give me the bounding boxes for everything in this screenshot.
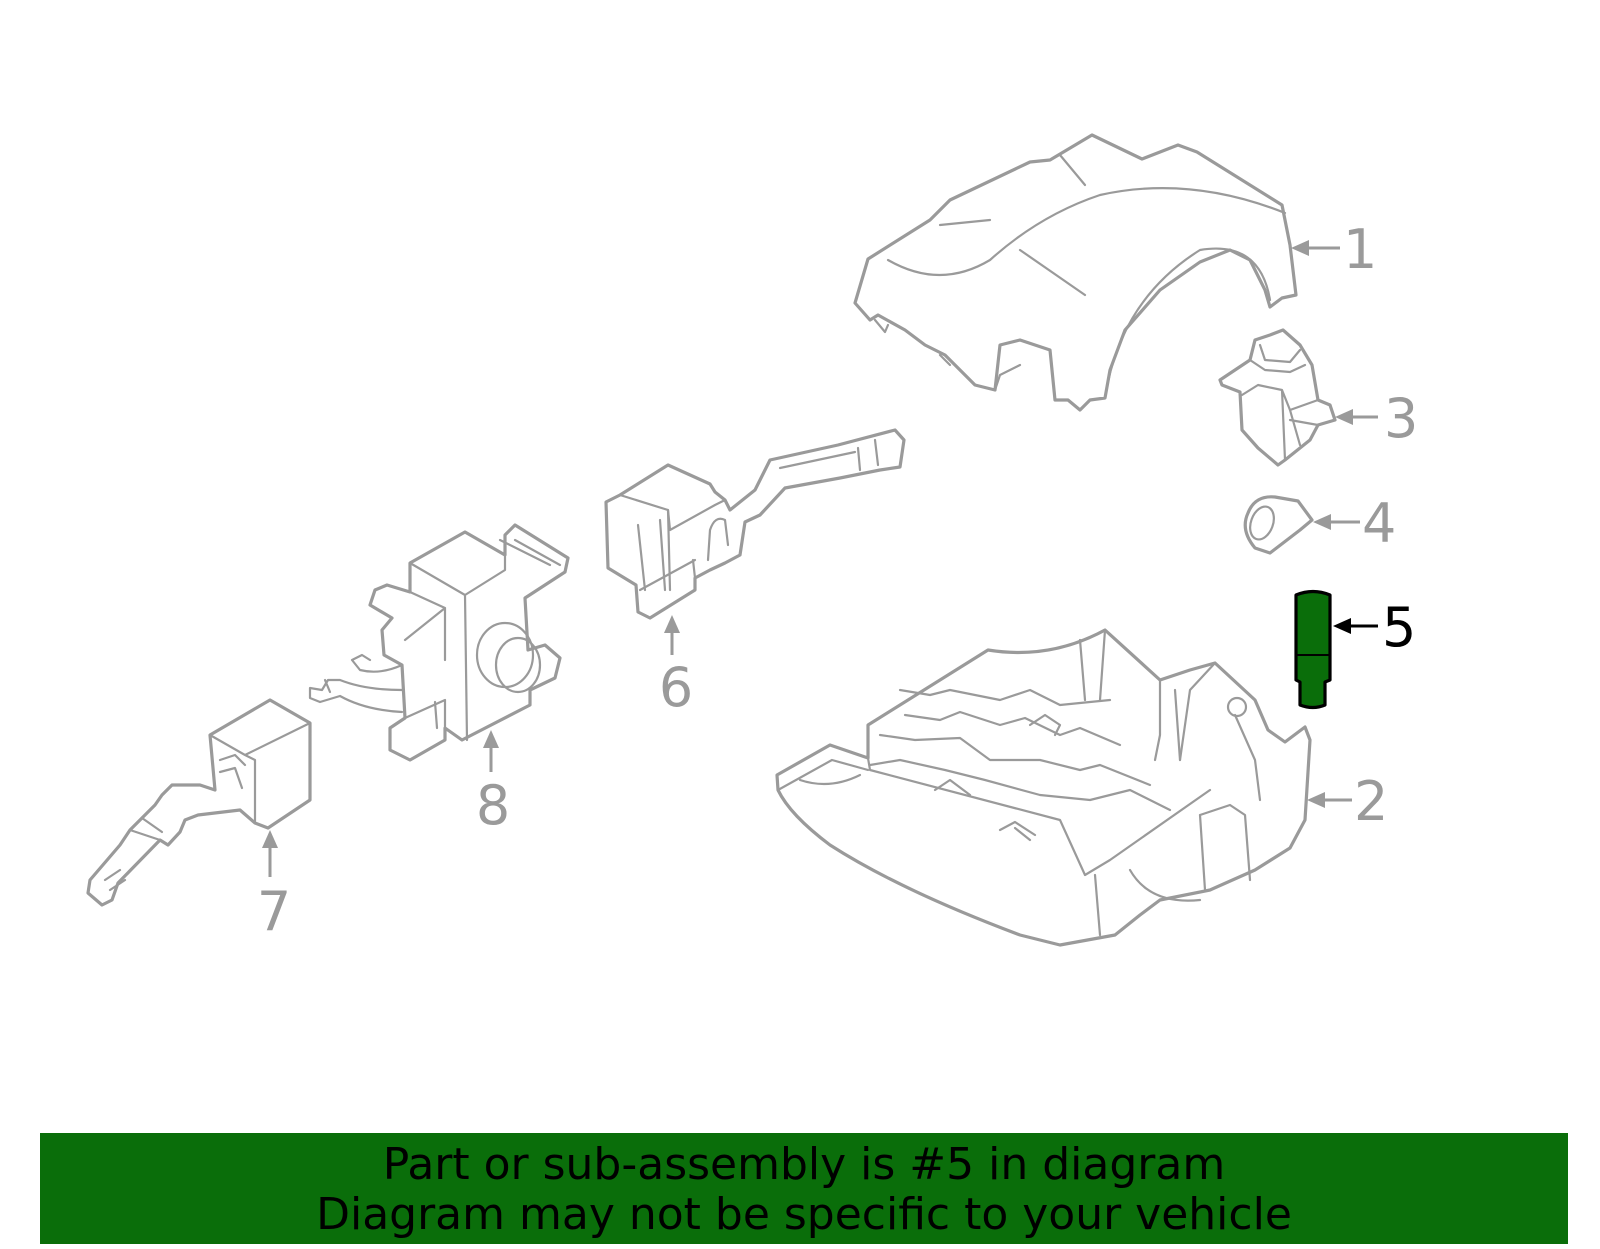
parts-diagram: 1 3 4 5 2 6 8 7 — [86, 133, 1418, 947]
part-5-highlighted[interactable] — [1294, 589, 1332, 710]
callout-7: 7 — [257, 830, 291, 943]
info-banner: Part or sub-assembly is #5 in diagram Di… — [40, 1133, 1568, 1244]
callout-label-2: 2 — [1354, 770, 1388, 833]
callout-label-1: 1 — [1343, 218, 1377, 281]
part-3-bracket[interactable] — [1218, 328, 1337, 467]
callout-1: 1 — [1291, 218, 1377, 281]
callout-2: 2 — [1307, 770, 1388, 833]
part-1-upper-column-cover[interactable] — [853, 133, 1298, 412]
callout-4: 4 — [1313, 492, 1396, 555]
callout-label-7: 7 — [257, 880, 291, 943]
callout-label-8: 8 — [476, 774, 510, 837]
callout-label-3: 3 — [1384, 387, 1418, 450]
banner-line-1: Part or sub-assembly is #5 in diagram — [382, 1139, 1226, 1190]
part-6-switch[interactable] — [604, 428, 906, 620]
callout-3: 3 — [1335, 387, 1418, 450]
callout-label-4: 4 — [1362, 492, 1396, 555]
callout-8: 8 — [476, 730, 510, 837]
part-4-ring[interactable] — [1243, 495, 1314, 555]
callout-label-5: 5 — [1382, 596, 1416, 659]
callout-label-6: 6 — [659, 656, 693, 719]
part-2-lower-column-cover[interactable] — [775, 628, 1312, 947]
part-8-clock-spring[interactable] — [308, 523, 570, 762]
callout-5: 5 — [1333, 596, 1416, 659]
part-7-lever[interactable] — [86, 698, 312, 907]
banner-line-2: Diagram may not be specific to your vehi… — [316, 1189, 1292, 1240]
callout-6: 6 — [659, 615, 693, 719]
